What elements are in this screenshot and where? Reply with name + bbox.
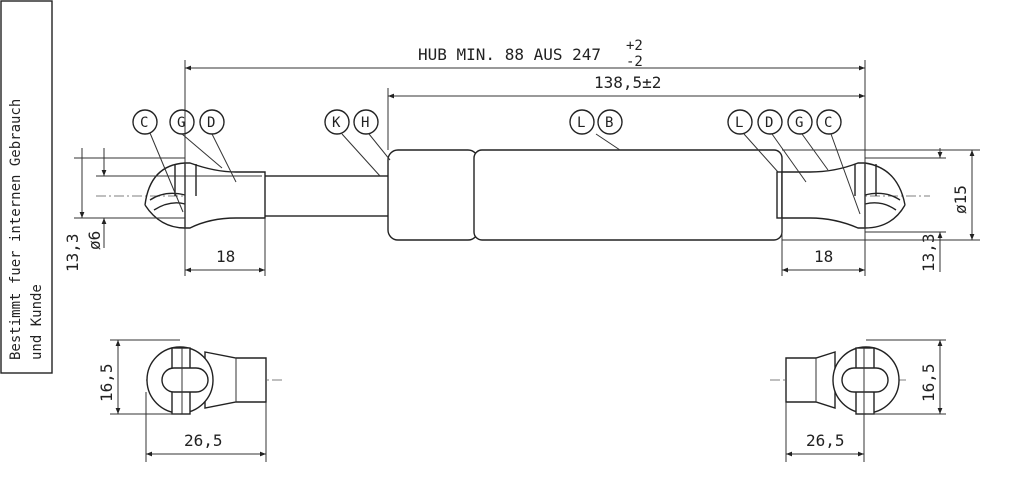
callout-rod-seal: K H [324, 109, 391, 177]
left-height-label: 13,3 [63, 233, 82, 272]
tube-diameter-label: ø15 [951, 185, 970, 214]
callout-letter: D [207, 115, 215, 131]
right-end-length-label: 18 [814, 247, 833, 266]
callout-letter: B [605, 115, 613, 131]
callout-circle [597, 109, 623, 135]
right-height-label: 13,3 [919, 233, 938, 272]
piston-rod [261, 175, 393, 217]
left-end-fitting [184, 162, 266, 229]
callout-letter: D [765, 115, 773, 131]
callout-letter: L [577, 115, 585, 131]
callout-left-end: C G D [132, 109, 237, 213]
side-note-box: Bestimmt fuer internen Gebrauch und Kund… [0, 0, 53, 374]
stroke-tolerance-minus: -2 [626, 54, 643, 70]
callout-letter: H [361, 115, 369, 131]
callout-letter: C [824, 115, 832, 131]
callout-circle [757, 109, 783, 135]
callout-letter: K [332, 115, 341, 131]
left-fitting-length-label: 26,5 [184, 431, 223, 450]
cylinder-tube [473, 149, 783, 241]
callout-tube: L B [569, 109, 623, 151]
stroke-tolerance-plus: +2 [626, 38, 643, 54]
right-end-fitting [781, 162, 866, 229]
left-fitting-height-label: 16,5 [97, 363, 116, 402]
right-fitting-length-label: 26,5 [806, 431, 845, 450]
callout-circle [787, 109, 813, 135]
stroke-label: HUB MIN. 88 AUS 247 [418, 45, 601, 64]
extension-lines [74, 60, 980, 276]
callout-right-end: L D G C [727, 109, 861, 215]
right-fitting-detail [770, 339, 946, 462]
callout-circle [727, 109, 753, 135]
callout-letter: L [735, 115, 743, 131]
side-note-line1: Bestimmt fuer internen Gebrauch [8, 99, 24, 360]
callout-circle [816, 109, 842, 135]
callout-circle [324, 109, 350, 135]
body-length-label: 138,5±2 [594, 73, 661, 92]
callout-circle [569, 109, 595, 135]
left-end-length-label: 18 [216, 247, 235, 266]
left-fitting-detail [110, 339, 284, 462]
callout-circle [353, 109, 379, 135]
side-note-line2: und Kunde [29, 284, 45, 360]
callout-letter: G [795, 115, 803, 131]
callout-letter: G [177, 115, 185, 131]
callout-circle [132, 109, 158, 135]
tube-collar [387, 149, 479, 241]
rod-diameter-label: ø6 [85, 231, 104, 250]
dimension-lines [79, 65, 975, 273]
right-fitting-height-label: 16,5 [919, 363, 938, 402]
gas-spring-side-view [144, 149, 906, 241]
callout-letter: C [140, 115, 148, 131]
